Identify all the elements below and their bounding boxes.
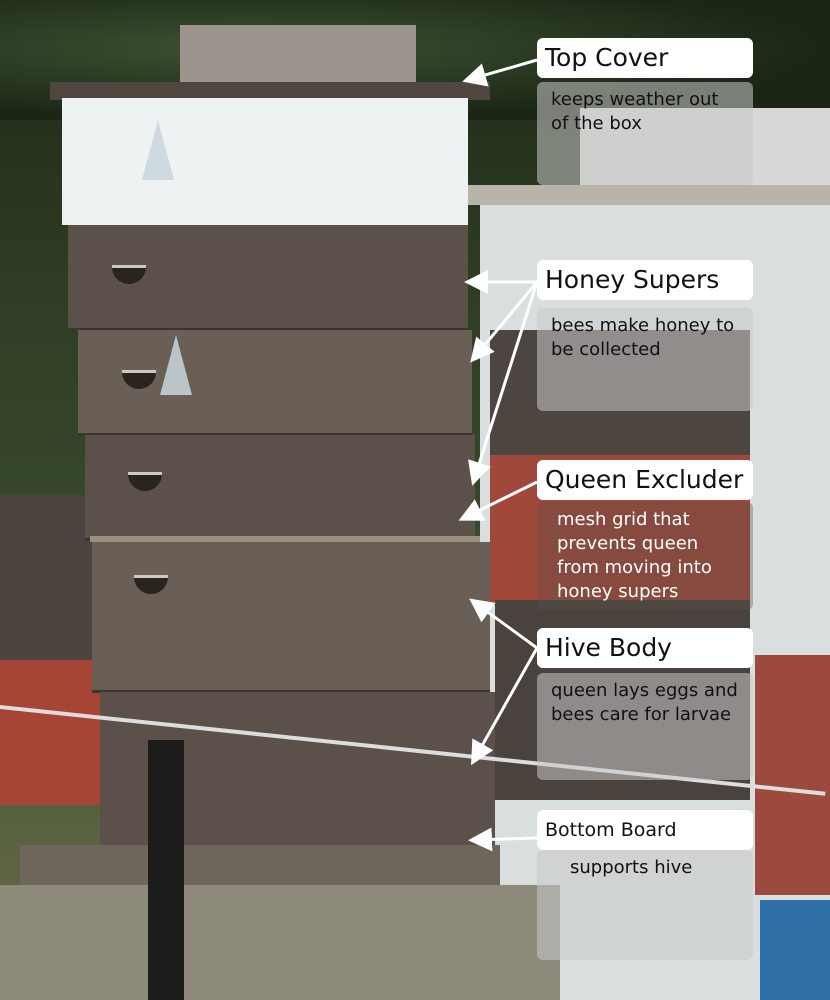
label-top-cover: Top Cover — [537, 38, 753, 78]
top-cover-lid — [50, 82, 490, 100]
arrow-hive-body-2 — [471, 647, 539, 766]
brick — [180, 25, 416, 90]
arrow-honey-super-2 — [470, 281, 539, 363]
desc-honey-supers: bees make honey to be collected — [537, 308, 753, 411]
arrow-top-cover — [462, 58, 538, 87]
arrow-hive-body-1 — [469, 598, 538, 650]
tree-decal-icon — [142, 120, 174, 180]
handle-icon — [128, 472, 162, 491]
desc-top-cover: keeps weather out of the box — [537, 82, 753, 185]
left-hive-red — [0, 660, 105, 805]
arrow-queen-excluder — [458, 480, 538, 521]
desc-queen-excluder: mesh grid that prevents queen from movin… — [537, 502, 753, 610]
label-queen-excluder: Queen Excluder — [537, 460, 753, 500]
bottom-board — [20, 845, 500, 885]
fence-post — [148, 740, 184, 1000]
top-cover — [62, 98, 468, 225]
desc-hive-body: queen lays eggs and bees care for larvae — [537, 673, 753, 780]
label-hive-body: Hive Body — [537, 628, 753, 668]
desc-bottom-board: supports hive — [537, 850, 753, 960]
handle-icon — [112, 265, 146, 284]
right-top-cover — [415, 185, 830, 205]
tree-decal-icon — [160, 335, 192, 395]
label-honey-supers: Honey Supers — [537, 260, 753, 300]
label-bottom-board: Bottom Board — [537, 810, 753, 850]
handle-icon — [122, 370, 156, 389]
right-red-box — [755, 655, 830, 895]
right-blue-box — [760, 900, 830, 1000]
arrow-honey-super-3 — [468, 281, 539, 486]
left-hive — [0, 495, 95, 660]
arrow-bottom-board — [468, 827, 538, 852]
handle-icon — [134, 575, 168, 594]
pallet — [0, 885, 560, 1000]
hive-body-1 — [92, 542, 490, 693]
queen-excluder-edge — [90, 536, 480, 542]
